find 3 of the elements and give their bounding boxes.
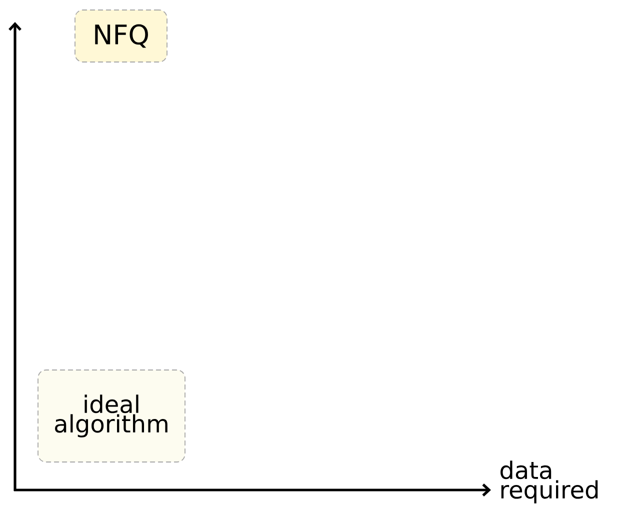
text-box: NFQ (74, 10, 168, 62)
text-box: ideal algorithm (38, 370, 186, 462)
axis-label: data required (500, 460, 598, 504)
